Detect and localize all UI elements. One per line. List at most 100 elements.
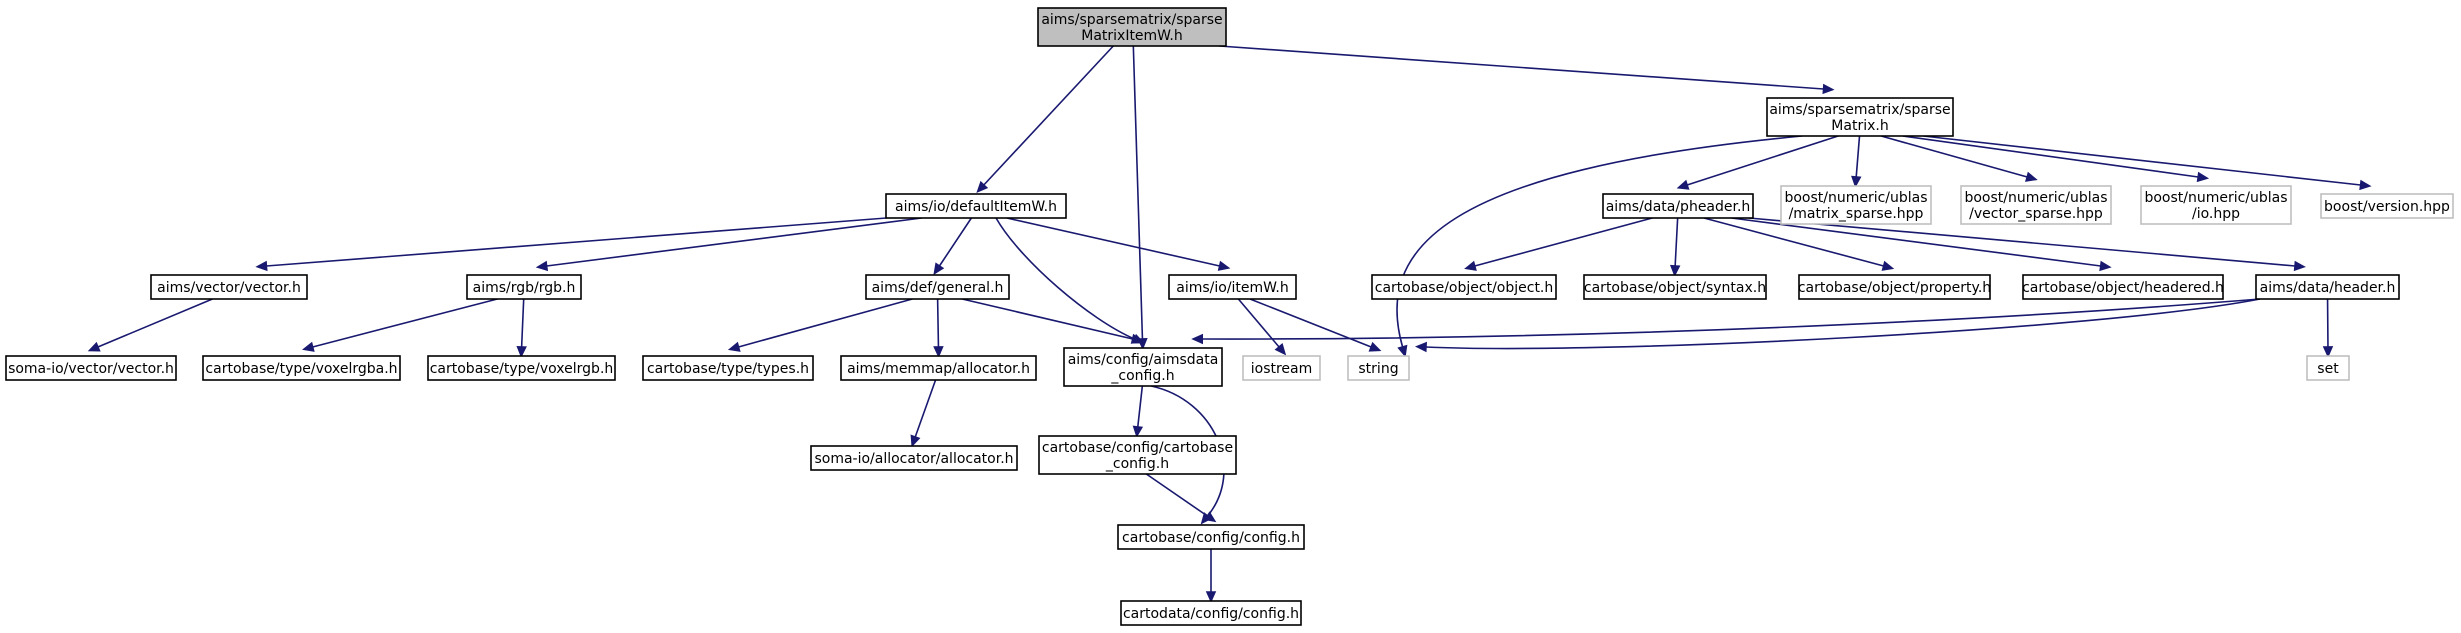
node-layer: aims/sparsematrix/sparseMatrixItemW.haim…: [5, 7, 2454, 626]
node-defaultItemW[interactable]: aims/io/defaultItemW.h: [885, 193, 1067, 219]
edge-arrowhead: [1132, 425, 1144, 438]
node-label-line: aims/config/aimsdata: [1068, 352, 1219, 368]
node-header[interactable]: aims/data/header.h: [2255, 274, 2400, 300]
node-label-line: soma-io/allocator/allocator.h: [814, 451, 1013, 467]
edge-root-to-sparseMatrix: [1219, 45, 1835, 95]
edge-line: [1396, 135, 1803, 348]
edge-line: [938, 217, 973, 267]
node-ublasVector: boost/numeric/ublas/vector_sparse.hpp: [1960, 185, 2112, 225]
node-set: set: [2306, 355, 2350, 381]
node-ublasIo: boost/numeric/ublas/io.hpp: [2140, 185, 2292, 225]
edge-arrowhead: [1397, 344, 1408, 358]
node-property[interactable]: cartobase/object/property.h: [1798, 274, 1991, 300]
node-label-line: /matrix_sparse.hpp: [1789, 206, 1924, 222]
edge-line: [995, 217, 1135, 340]
node-cartodataCfg[interactable]: cartodata/config/config.h: [1120, 600, 1302, 626]
edge-arrowhead: [2293, 260, 2306, 272]
edge-pheader-to-headered: [1731, 217, 2112, 272]
node-label-line: cartobase/type/types.h: [647, 361, 809, 377]
node-syntax[interactable]: cartobase/object/syntax.h: [1583, 274, 1767, 300]
node-itemW[interactable]: aims/io/itemW.h: [1168, 274, 1297, 300]
node-label-line: cartodata/config/config.h: [1123, 606, 1299, 622]
node-box: [1168, 274, 1297, 300]
edge-line: [1880, 135, 2028, 178]
edge-arrowhead: [1217, 260, 1231, 271]
node-label-line: cartobase/type/voxelrgb.h: [430, 361, 614, 377]
node-label-line: aims/rgb/rgb.h: [473, 280, 576, 296]
node-label-line: aims/data/header.h: [2260, 280, 2396, 296]
node-label-line: cartobase/type/voxelrgba.h: [205, 361, 397, 377]
edge-arrowhead: [1191, 333, 1204, 345]
edge-arrowhead: [1676, 179, 1690, 190]
node-label-line: aims/def/general.h: [872, 280, 1004, 296]
edge-arrowhead: [87, 341, 101, 352]
edge-line: [1145, 473, 1208, 517]
edge-header-to-aimsdataCfg: [1191, 298, 2261, 345]
edge-sparseMatrix-to-string: [1396, 135, 1803, 358]
node-config[interactable]: cartobase/config/config.h: [1117, 524, 1305, 550]
edge-config-to-cartodataCfg: [1205, 549, 1217, 603]
node-label-line: set: [2317, 361, 2339, 377]
node-box: [1766, 97, 1954, 137]
edge-allocator-to-somaAlloc: [910, 379, 937, 448]
edge-line: [1731, 217, 2101, 267]
node-somaAlloc[interactable]: soma-io/allocator/allocator.h: [810, 445, 1018, 471]
node-allocator[interactable]: aims/memmap/allocator.h: [840, 355, 1037, 381]
node-rgb[interactable]: aims/rgb/rgb.h: [466, 274, 582, 300]
node-object[interactable]: cartobase/object/object.h: [1371, 274, 1557, 300]
edge-line: [1219, 45, 1824, 90]
edge-rgb-to-voxelrgba: [302, 298, 498, 352]
edge-arrowhead: [2196, 171, 2210, 183]
edge-line: [1132, 45, 1144, 340]
node-string: string: [1347, 355, 1410, 381]
node-aimsdataCfg[interactable]: aims/config/aimsdata_config.h: [1063, 347, 1223, 387]
edge-arrowhead: [1203, 511, 1217, 523]
node-label-line: aims/sparsematrix/sparse: [1041, 12, 1222, 28]
node-pheader[interactable]: aims/data/pheader.h: [1602, 193, 1754, 219]
node-box: [1798, 274, 1991, 300]
node-label-line: cartobase/object/syntax.h: [1584, 280, 1766, 296]
edge-header-to-string: [1414, 298, 2261, 353]
edge-aimsdataCfg-to-cartobaseCfg: [1132, 385, 1144, 438]
node-box: [2022, 274, 2224, 300]
node-box: [1780, 185, 1932, 225]
node-voxelrgba[interactable]: cartobase/type/voxelrgba.h: [202, 355, 401, 381]
node-box: [1371, 274, 1557, 300]
node-label-line: _config.h: [1105, 456, 1169, 472]
node-label-line: boost/numeric/ublas: [1964, 190, 2107, 206]
node-label-line: cartobase/config/config.h: [1122, 530, 1300, 546]
node-box: [1120, 600, 1302, 626]
node-box: [5, 355, 177, 381]
edge-defaultItemW-to-rgb: [535, 217, 922, 272]
node-label-line: /vector_sparse.hpp: [1969, 206, 2103, 222]
node-box: [840, 355, 1037, 381]
node-voxelrgb[interactable]: cartobase/type/voxelrgb.h: [427, 355, 616, 381]
edge-arrowhead: [1851, 175, 1862, 188]
node-label-line: aims/memmap/allocator.h: [847, 361, 1030, 377]
node-label-line: aims/io/itemW.h: [1176, 280, 1288, 296]
node-general[interactable]: aims/def/general.h: [865, 274, 1010, 300]
node-cartobaseCfg[interactable]: cartobase/config/cartobase_config.h: [1038, 435, 1237, 475]
node-somaVector[interactable]: soma-io/vector/vector.h: [5, 355, 177, 381]
node-label-line: aims/io/defaultItemW.h: [895, 199, 1057, 215]
edge-arrowhead: [1205, 591, 1217, 603]
node-types[interactable]: cartobase/type/types.h: [642, 355, 814, 381]
node-box: [150, 274, 308, 300]
node-label-line: aims/data/pheader.h: [1606, 199, 1751, 215]
edge-rgb-to-voxelrgb: [516, 298, 527, 358]
edge-line: [1855, 135, 1861, 178]
node-box: [1347, 355, 1410, 381]
edge-sparseMatrix-to-ublasMatrix: [1851, 135, 1862, 188]
edge-arrowhead: [1130, 333, 1144, 344]
node-vector[interactable]: aims/vector/vector.h: [150, 274, 308, 300]
edge-pheader-to-syntax: [1669, 217, 1681, 277]
edge-itemW-to-string: [1249, 298, 1382, 352]
node-headered[interactable]: cartobase/object/headered.h: [2022, 274, 2224, 300]
edge-defaultItemW-to-general: [933, 217, 973, 276]
edge-arrowhead: [1669, 264, 1681, 277]
edge-line: [1748, 217, 2296, 267]
edge-cartobaseCfg-to-config: [1145, 473, 1217, 523]
